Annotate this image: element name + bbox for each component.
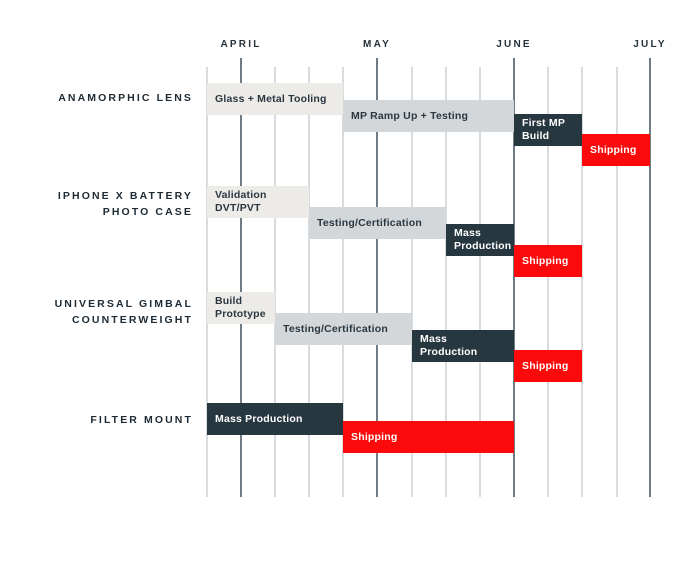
task-bar[interactable]: Testing/Certification <box>275 313 412 345</box>
gridline-minor-6 <box>479 67 481 497</box>
task-bar[interactable]: Build Prototype <box>207 292 275 324</box>
task-bar-label: Mass Production <box>420 333 478 358</box>
task-bar-label: Shipping <box>590 143 637 156</box>
task-bar[interactable]: Mass Production <box>446 224 514 256</box>
gridline-major-july <box>649 58 651 497</box>
month-label-july: JULY <box>633 39 667 50</box>
task-bar[interactable]: Shipping <box>514 245 582 277</box>
task-bar[interactable]: Shipping <box>514 350 582 382</box>
task-bar[interactable]: Mass Production <box>207 403 343 435</box>
task-bar-label: Mass Production <box>454 227 512 252</box>
month-label-april: APRIL <box>220 39 262 50</box>
task-bar-label: Glass + Metal Tooling <box>215 92 327 105</box>
row-label: FILTER MOUNT <box>90 414 193 426</box>
gridline-minor-2 <box>308 67 310 497</box>
gridline-minor-5 <box>445 67 447 497</box>
gridline-minor-8 <box>581 67 583 497</box>
gridline-minor-3 <box>342 67 344 497</box>
task-bar[interactable]: Mass Production <box>412 330 514 362</box>
task-bar[interactable]: Shipping <box>343 421 514 453</box>
task-bar[interactable]: Validation DVT/PVT <box>207 186 309 218</box>
gridline-minor-9 <box>616 67 618 497</box>
task-bar[interactable]: Testing/Certification <box>309 207 446 239</box>
task-bar-label: Mass Production <box>215 412 303 425</box>
task-bar[interactable]: Glass + Metal Tooling <box>207 83 343 115</box>
gridline-minor-1 <box>274 67 276 497</box>
task-bar-label: Build Prototype <box>215 295 266 320</box>
task-bar-label: Shipping <box>522 254 569 267</box>
task-bar[interactable]: First MP Build <box>514 114 582 146</box>
row-label: IPHONE X BATTERY PHOTO CASE <box>57 190 193 218</box>
gridline-major-may <box>376 58 378 497</box>
gridline-minor-7 <box>547 67 549 497</box>
gridline-minor-4 <box>411 67 413 497</box>
task-bar-label: Shipping <box>351 430 398 443</box>
gridline-minor-0 <box>206 67 208 497</box>
month-label-june: JUNE <box>496 39 532 50</box>
task-bar[interactable]: Shipping <box>582 134 650 166</box>
task-bar-label: Testing/Certification <box>283 322 388 335</box>
task-bar-label: Validation DVT/PVT <box>215 189 267 214</box>
task-bar-label: Testing/Certification <box>317 216 422 229</box>
month-label-may: MAY <box>363 39 391 50</box>
gridline-major-april <box>240 58 242 497</box>
row-label: UNIVERSAL GIMBAL COUNTERWEIGHT <box>54 298 193 326</box>
task-bar[interactable]: MP Ramp Up + Testing <box>343 100 514 132</box>
task-bar-label: Shipping <box>522 359 569 372</box>
gridline-major-june <box>513 58 515 497</box>
row-label: ANAMORPHIC LENS <box>58 92 193 104</box>
task-bar-label: MP Ramp Up + Testing <box>351 109 469 122</box>
task-bar-label: First MP Build <box>522 117 566 142</box>
